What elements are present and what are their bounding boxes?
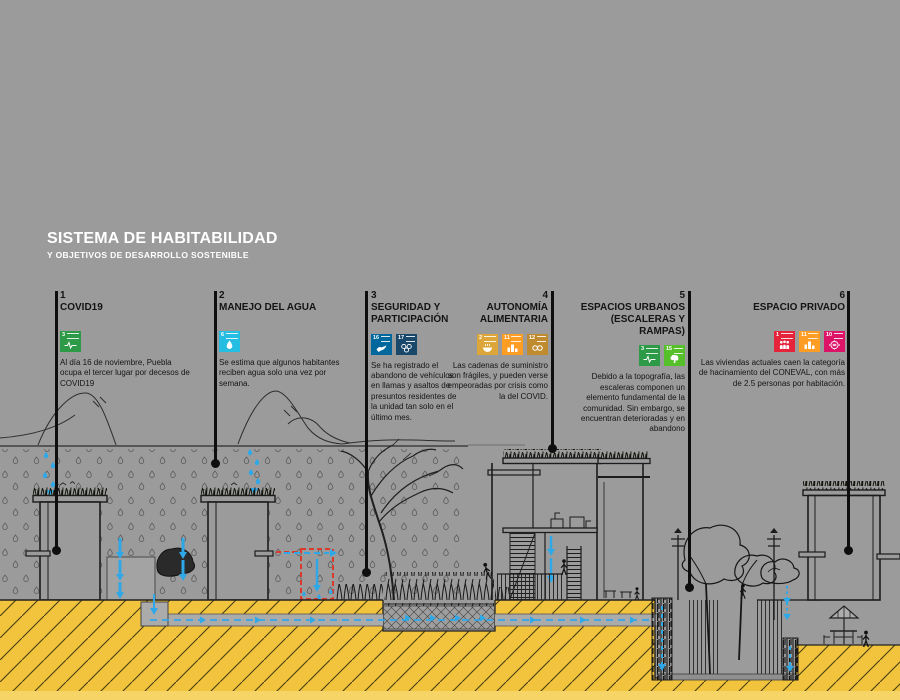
red-dashed-zone bbox=[276, 548, 337, 600]
page-subtitle: Y OBJETIVOS DE DESARROLLO SOSTENIBLE bbox=[47, 249, 249, 260]
callout-seguridad: 3 SEGURIDAD Y PARTICIPACIÓN 16 17 Se ha … bbox=[371, 291, 457, 423]
callout-dot-2 bbox=[210, 458, 220, 468]
callout-text: Debido a la topografía, las escaleras co… bbox=[580, 372, 685, 434]
sdg-icon-row: 1 11 10 bbox=[695, 330, 845, 352]
page-title: SISTEMA DE HABITABILIDAD bbox=[47, 230, 278, 247]
sdg-11-icon: 11 bbox=[799, 330, 820, 352]
callout-title: ESPACIOS URBANOS (ESCALERAS Y RAMPAS) bbox=[580, 302, 685, 337]
sdg-icon-row: 3 bbox=[60, 330, 192, 352]
callout-number: 4 bbox=[542, 290, 548, 301]
sdg-number: 11 bbox=[801, 331, 807, 338]
shrub bbox=[156, 547, 196, 577]
sdg-number: 3 bbox=[62, 331, 66, 338]
sdg-number: 15 bbox=[666, 346, 673, 353]
callout-number: 3 bbox=[371, 290, 377, 301]
callout-line-6 bbox=[847, 291, 850, 550]
bioswale bbox=[383, 572, 509, 630]
sdg-icon-row: 16 17 bbox=[371, 333, 457, 355]
callout-text: Al día 16 de noviembre, Puebla ocupa el … bbox=[60, 357, 190, 388]
callout-autonomia-alimentaria: 4 AUTONOMÍA ALIMENTARIA 2 11 12 Las cade… bbox=[440, 291, 548, 402]
callout-text: Las cadenas de suministro son frágiles, … bbox=[447, 360, 548, 401]
sdg-11-icon: 11 bbox=[502, 333, 523, 355]
callout-number: 2 bbox=[219, 290, 225, 301]
infiltration-arrows bbox=[116, 536, 555, 599]
sdg-17-icon: 17 bbox=[396, 333, 417, 355]
sdg-15-icon: 15 bbox=[664, 345, 685, 367]
street-lamp bbox=[671, 528, 781, 620]
sdg-12-icon: 12 bbox=[527, 333, 548, 355]
pergola bbox=[597, 450, 651, 601]
callout-line-1 bbox=[55, 291, 58, 550]
title-block: SISTEMA DE HABITABILIDAD Y OBJETIVOS DE … bbox=[47, 230, 278, 260]
sdg-16-icon: 16 bbox=[371, 333, 392, 355]
catch-basin bbox=[140, 594, 169, 627]
callout-title: AUTONOMÍA ALIMENTARIA bbox=[479, 302, 548, 325]
callout-dot-5 bbox=[684, 582, 694, 592]
callout-number: 5 bbox=[679, 290, 685, 301]
drip-arrows bbox=[658, 586, 794, 672]
callout-espacios-urbanos: 5 ESPACIOS URBANOS (ESCALERAS Y RAMPAS) … bbox=[565, 291, 685, 435]
section-drawing bbox=[0, 390, 900, 700]
community-building bbox=[481, 449, 602, 600]
callout-line-2 bbox=[214, 291, 217, 463]
building-b bbox=[200, 482, 276, 601]
sdg-1-icon: 1 bbox=[774, 330, 795, 352]
callout-number: 6 bbox=[839, 290, 845, 301]
sdg-number: 2 bbox=[479, 334, 483, 341]
private-house bbox=[798, 481, 900, 601]
sdg-number: 1 bbox=[776, 331, 780, 338]
sdg-number: 3 bbox=[641, 346, 645, 353]
callout-dot-1 bbox=[51, 545, 61, 555]
callout-espacio-privado: 6 ESPACIO PRIVADO 1 11 10 Las viviendas … bbox=[695, 291, 845, 389]
callout-title: MANEJO DEL AGUA bbox=[219, 302, 317, 313]
sdg-10-icon: 10 bbox=[824, 330, 845, 352]
callout-line-3 bbox=[365, 291, 368, 572]
callout-dot-4 bbox=[547, 443, 557, 453]
callout-line-5 bbox=[688, 291, 691, 587]
callout-covid19: 1 COVID19 3 Al día 16 de noviembre, Pueb… bbox=[60, 291, 192, 389]
callout-line-4 bbox=[551, 291, 554, 448]
callout-text: Se estima que algunos habitantes reciben… bbox=[219, 357, 340, 388]
building-a bbox=[25, 481, 108, 601]
sdg-6-icon: 6 bbox=[219, 330, 240, 352]
sdg-icon-row: 3 15 bbox=[565, 345, 685, 367]
sdg-number: 17 bbox=[398, 334, 405, 341]
sdg-number: 11 bbox=[504, 334, 510, 341]
callout-manejo-del-agua: 2 MANEJO DEL AGUA 6 Se estima que alguno… bbox=[219, 291, 354, 389]
sdg-icon-row: 6 bbox=[219, 330, 354, 352]
callout-dot-3 bbox=[361, 567, 371, 577]
callout-title: COVID19 bbox=[60, 302, 103, 313]
callout-text: Se ha registrado el abandono de vehículo… bbox=[371, 360, 457, 422]
grass-strip bbox=[336, 584, 383, 600]
sdg-number: 12 bbox=[529, 334, 536, 341]
sdg-number: 10 bbox=[826, 331, 833, 338]
sdg-number: 16 bbox=[373, 334, 380, 341]
sunken-courtyard bbox=[651, 524, 822, 681]
sdg-3-icon: 3 bbox=[60, 330, 81, 352]
callout-text: Las viviendas actuales caen la categoría… bbox=[698, 357, 845, 388]
sdg-number: 6 bbox=[221, 331, 225, 338]
callout-number: 1 bbox=[60, 290, 66, 301]
sdg-icon-row: 2 11 12 bbox=[440, 333, 548, 355]
sdg-3-icon: 3 bbox=[639, 345, 660, 367]
callout-title: ESPACIO PRIVADO bbox=[753, 302, 845, 313]
planter bbox=[106, 556, 156, 601]
callout-title: SEGURIDAD Y PARTICIPACIÓN bbox=[371, 302, 449, 325]
blue-raindrops bbox=[42, 449, 261, 497]
callout-dot-6 bbox=[843, 545, 853, 555]
patio bbox=[823, 605, 870, 648]
sdg-2-icon: 2 bbox=[477, 333, 498, 355]
